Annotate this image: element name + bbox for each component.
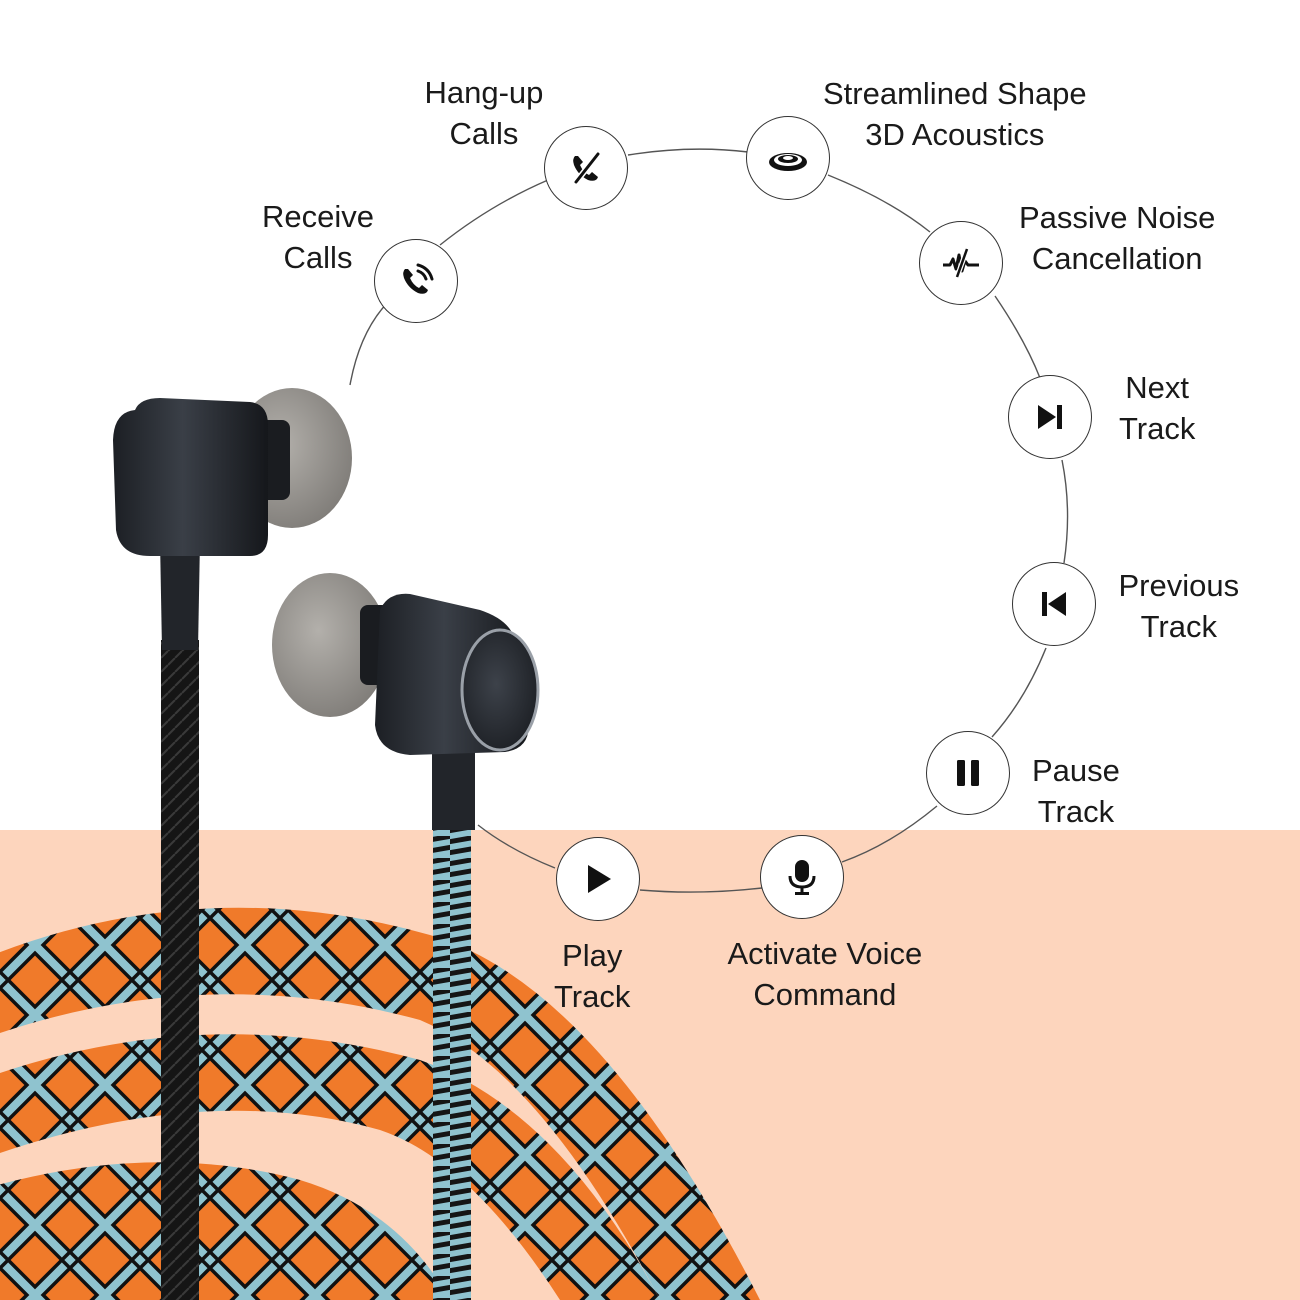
feature-label-line2: Command (753, 977, 897, 1012)
feature-label-line2: Track (1119, 411, 1196, 446)
feature-label-line1: Pause (1032, 753, 1120, 788)
feature-label: Streamlined Shape 3D Acoustics (823, 73, 1087, 155)
feature-label-line1: Previous (1118, 568, 1240, 603)
feature-ring-connector (349, 148, 1069, 893)
feature-label-line2: Track (1037, 794, 1115, 829)
feature-label-line2: Track (554, 979, 631, 1014)
phone-hangup-icon (544, 126, 628, 210)
next-track-icon (1008, 375, 1092, 459)
feature-label-line2: Calls (449, 116, 519, 151)
feature-label-line1: Passive Noise (1019, 200, 1216, 235)
previous-track-icon (1012, 562, 1096, 646)
microphone-icon (760, 835, 844, 919)
pause-icon (926, 731, 1010, 815)
noise-wave-icon (919, 221, 1003, 305)
right-cable (433, 820, 471, 1300)
feature-label-line1: Streamlined Shape (823, 76, 1087, 111)
feature-label-line2: Track (1140, 609, 1217, 644)
feature-label-line1: Receive (262, 199, 374, 234)
right-earbud (272, 573, 540, 830)
feature-label-line2: Cancellation (1031, 241, 1203, 276)
feature-label-line2: Calls (283, 240, 353, 275)
feature-label-line1: Play (562, 938, 623, 973)
feature-label-line1: Hang-up (424, 75, 544, 110)
feature-label-line2: 3D Acoustics (865, 117, 1045, 152)
sound-rings-icon (746, 116, 830, 200)
left-earbud (113, 388, 352, 650)
coiled-braided-cable (0, 907, 760, 1300)
feature-label-line1: Activate Voice (727, 936, 923, 971)
phone-ringing-icon (374, 239, 458, 323)
left-cable (161, 640, 199, 1300)
play-icon (556, 837, 640, 921)
feature-label-line1: Next (1125, 370, 1190, 405)
